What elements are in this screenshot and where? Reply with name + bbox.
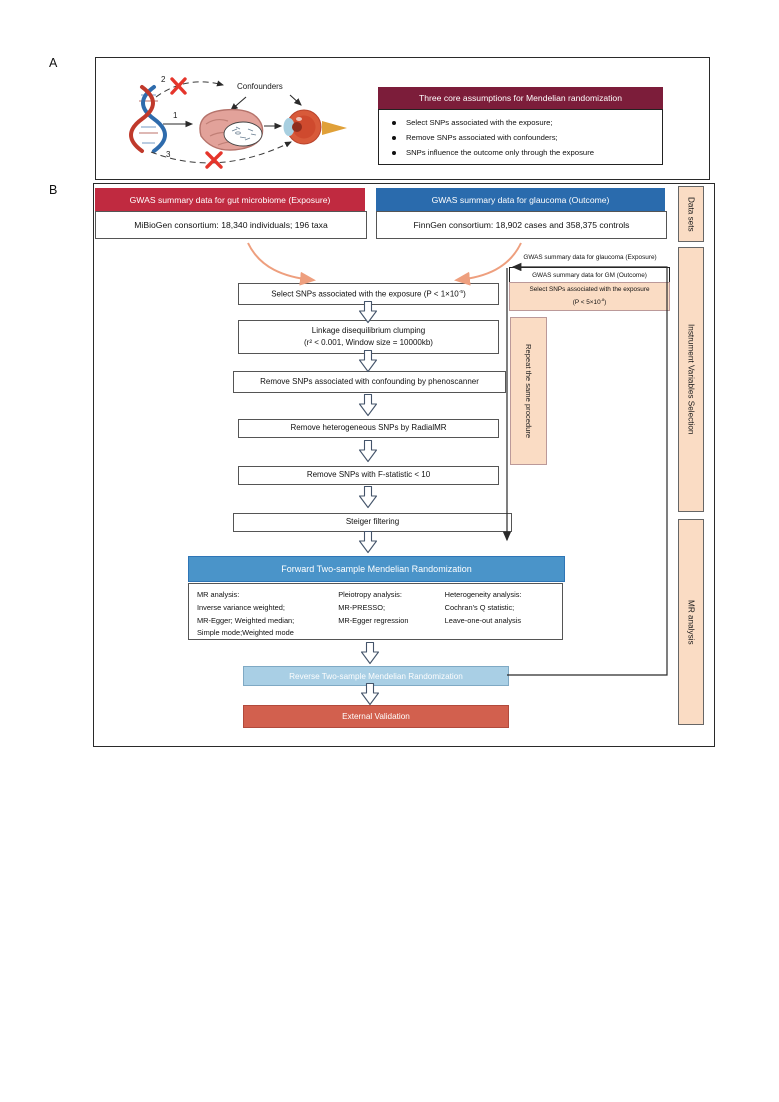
- assumption-item: SNPs influence the outcome only through …: [379, 145, 662, 160]
- assumptions-box: Select SNPs associated with the exposure…: [378, 109, 663, 165]
- path1-number: 1: [173, 111, 178, 120]
- bullet-icon: [392, 120, 396, 125]
- step-ld-clumping: Linkage disequilibrium clumping (r² < 0.…: [238, 320, 499, 354]
- step-remove-confounding-snps: Remove SNPs associated with confounding …: [233, 371, 506, 393]
- outcome-flow-arrow: [454, 242, 522, 286]
- confounder-to-exposure-arrow: [230, 96, 247, 111]
- exposure-dataset-detail: MiBioGen consortium: 18,340 individuals;…: [95, 211, 367, 239]
- panel-a-label: A: [49, 56, 58, 70]
- stage-label-data-sets: Data sets: [678, 186, 704, 242]
- step-remove-weak-snps: Remove SNPs with F-statistic < 10: [238, 466, 499, 485]
- reverse-loop-connector: [507, 262, 668, 676]
- dna-icon: [129, 85, 167, 153]
- bullet-icon: [392, 135, 396, 140]
- eye-icon: [283, 109, 347, 145]
- path2-number: 2: [161, 75, 166, 84]
- path2-dashed-line: [155, 80, 224, 98]
- outcome-dataset-header: GWAS summary data for glaucoma (Outcome): [376, 188, 665, 211]
- mr-analysis-column: MR analysis: Inverse variance weighted; …: [197, 590, 295, 638]
- confounders-label: Confounders: [237, 82, 283, 91]
- reverse-mr-box: Reverse Two-sample Mendelian Randomizati…: [243, 666, 509, 686]
- exposure-dataset-header: GWAS summary data for gut microbiome (Ex…: [95, 188, 365, 211]
- path3-blocked-icon: [205, 151, 223, 169]
- external-validation-box: External Validation: [243, 705, 509, 728]
- reverse-select-snps-box: Select SNPs associated with the exposure…: [509, 282, 670, 311]
- stage-label-mr-analysis: MR analysis: [678, 519, 704, 725]
- step-remove-heterogeneous-snps: Remove heterogeneous SNPs by RadialMR: [238, 419, 499, 438]
- down-arrow-icon: [358, 300, 380, 706]
- assumption-item: Remove SNPs associated with confounders;: [379, 130, 662, 145]
- path3-number: 3: [166, 150, 171, 159]
- panel-b-label: B: [49, 183, 58, 197]
- confounder-to-outcome-arrow: [289, 94, 302, 106]
- gut-microbiome-icon: [199, 108, 264, 151]
- bullet-icon: [392, 150, 396, 155]
- outcome-dataset-detail: FinnGen consortium: 18,902 cases and 358…: [376, 211, 667, 239]
- forward-mr-title: Forward Two-sample Mendelian Randomizati…: [188, 556, 565, 582]
- stage-label-instrument-variables-selection: Instrument Variables Selection: [678, 247, 704, 512]
- path2-blocked-icon: [170, 77, 187, 95]
- step-steiger-filtering: Steiger filtering: [233, 513, 512, 532]
- assumption-item: Select SNPs associated with the exposure…: [379, 115, 662, 130]
- pleiotropy-analysis-column: Pleiotropy analysis: MR-PRESSO; MR-Egger…: [338, 590, 409, 625]
- exposure-flow-arrow: [247, 242, 316, 286]
- mr-assumption-diagram: 2 Confounders 1: [129, 75, 347, 169]
- repeat-procedure-box: Repeat the same procedure: [510, 317, 547, 465]
- reverse-exposure-label: GWAS summary data for glaucoma (Exposure…: [523, 254, 657, 261]
- forward-mr-methods-box: MR analysis: Inverse variance weighted; …: [188, 583, 563, 640]
- assumptions-title: Three core assumptions for Mendelian ran…: [378, 87, 663, 109]
- heterogeneity-analysis-column: Heterogeneity analysis: Cochran's Q stat…: [444, 590, 522, 625]
